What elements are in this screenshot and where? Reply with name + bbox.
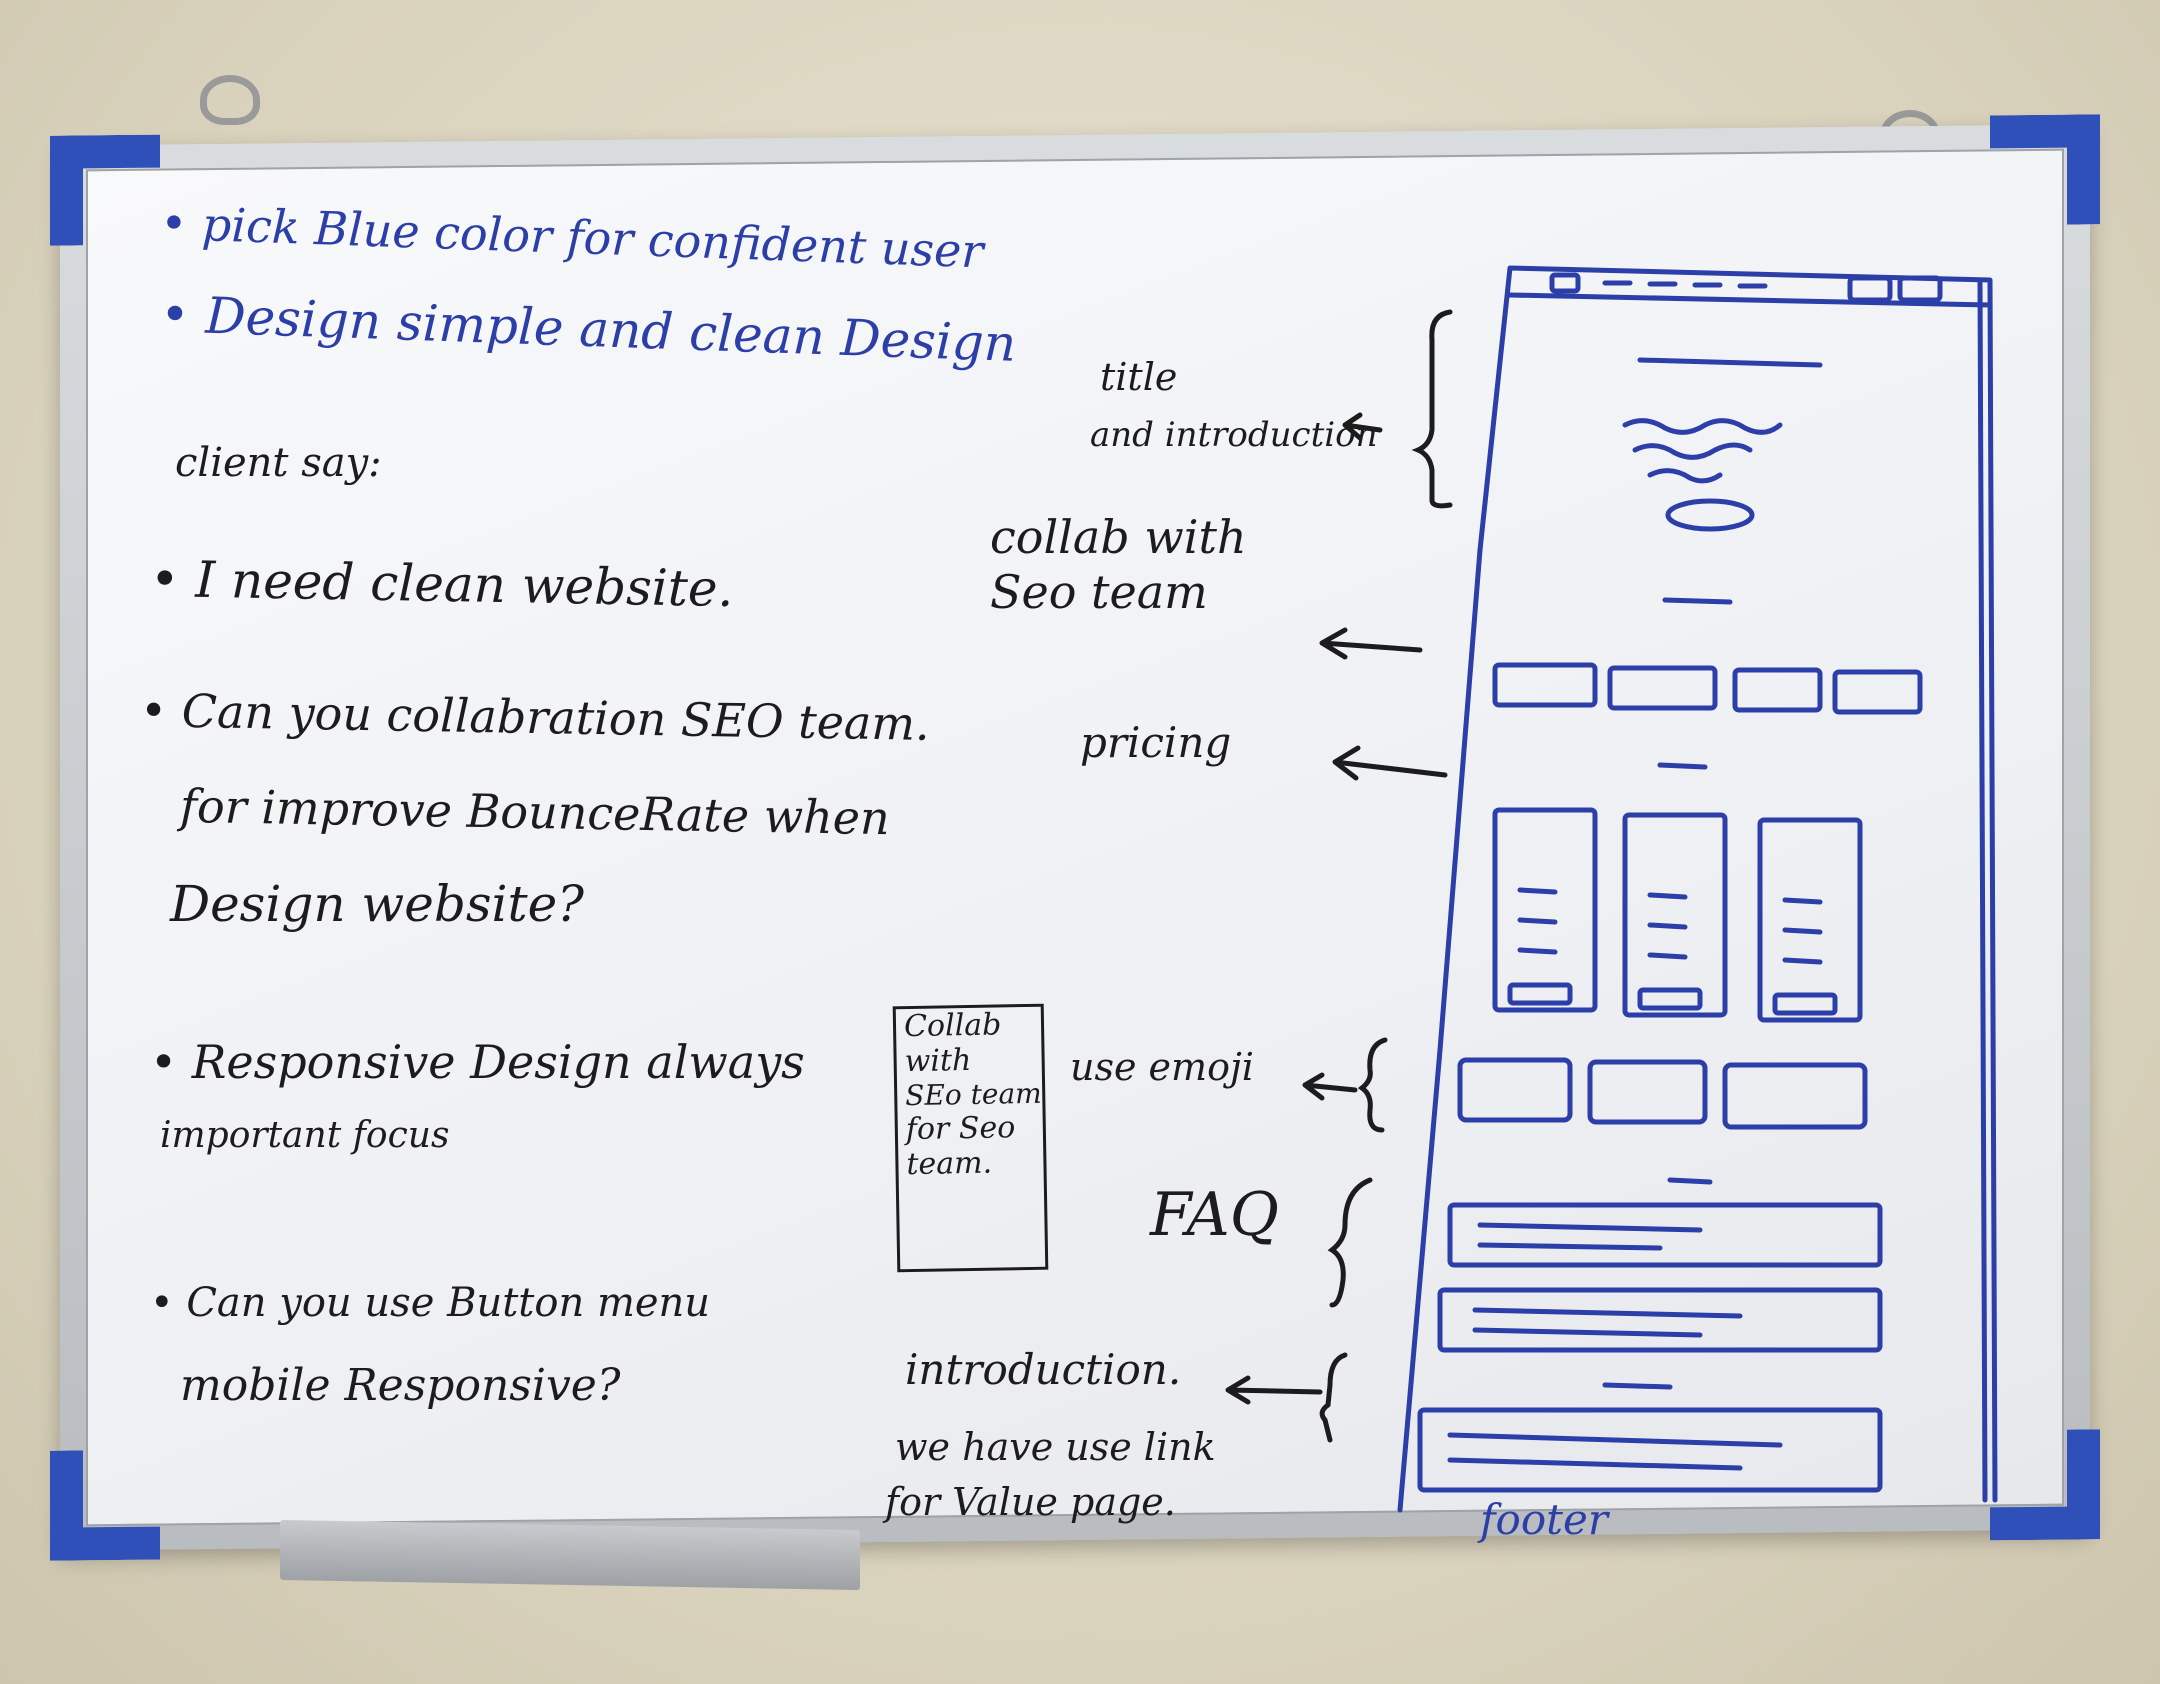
annotation-use-emoji: use emoji (1070, 1045, 1254, 1089)
brace-emoji (1357, 1037, 1388, 1133)
wireframe-outline-right (1977, 277, 1988, 1503)
wireframe-outline (1397, 265, 1998, 1513)
wireframe-section-title (1662, 597, 1733, 605)
wireframe-navbar (1507, 292, 1993, 308)
annotation-title: title (1100, 355, 1178, 399)
wireframe-hero-button (1665, 498, 1755, 532)
wireframe-feature-card-1 (1457, 1057, 1573, 1123)
wireframe-partner-card-4 (1832, 669, 1923, 715)
wireframe-intro-box (1417, 1407, 1883, 1493)
wireframe-pricing-features (1517, 887, 1823, 965)
wireframe-partner-card-1 (1492, 662, 1598, 708)
wireframe-feature-card-2 (1587, 1059, 1708, 1125)
wireframe-faq-lines (1472, 1222, 1743, 1338)
wireframe-footer-label: footer (1480, 1495, 1608, 1544)
wireframe-pricing-button-3 (1772, 992, 1838, 1016)
annotation-collab-1: collab with (990, 510, 1247, 564)
wireframe-hero-text-2 (1632, 442, 1753, 460)
wireframe-hero-text-3 (1647, 468, 1723, 484)
annotation-collab-2: Seo team (990, 565, 1208, 619)
wireframe-nav-links (1602, 280, 1768, 289)
client-point-4: • Can you use Button menu (150, 1280, 711, 1326)
wireframe-pricing-card-2 (1622, 812, 1728, 1018)
wireframe-feature-card-3 (1722, 1062, 1868, 1130)
brace-faq (1327, 1177, 1373, 1308)
wall-hook-left (200, 75, 260, 125)
wireframe-intro-lines (1447, 1432, 1783, 1471)
wireframe-pricing-button-2 (1637, 987, 1703, 1011)
client-point-3-line-2: important focus (160, 1115, 450, 1156)
wireframe-pricing-card-3 (1757, 817, 1863, 1023)
arrow-introduction (1225, 1375, 1323, 1405)
client-heading: client say: (175, 440, 382, 486)
annotation-intro: and introduction (1090, 415, 1378, 455)
annotation-links-1: we have use link (895, 1425, 1216, 1469)
wireframe-partner-card-2 (1607, 665, 1718, 711)
wireframe-faq-item-1 (1447, 1202, 1883, 1268)
arrow-pricing (1332, 745, 1448, 781)
client-point-3-text: Responsive Design always (191, 1035, 805, 1089)
brace-title (1411, 309, 1453, 509)
client-point-2-line-3: Design website? (170, 875, 584, 933)
annotation-pricing: pricing (1080, 718, 1232, 767)
wireframe-partner-card-3 (1732, 667, 1823, 713)
arrow-emoji (1302, 1072, 1358, 1101)
wireframe-pricing-card-1 (1492, 807, 1598, 1013)
wireframe-logo (1549, 272, 1581, 294)
client-point-4-text: Can you use Button menu (186, 1280, 711, 1326)
wireframe-hero-text-1 (1622, 418, 1783, 435)
client-point-3: • Responsive Design always (150, 1035, 805, 1089)
wireframe-intro-title (1602, 1382, 1673, 1390)
client-point-4-line-2: mobile Responsive? (180, 1360, 621, 1411)
wireframe-faq-title (1667, 1177, 1713, 1185)
wireframe-faq-item-2 (1437, 1287, 1883, 1353)
wireframe-pricing-title (1657, 762, 1708, 770)
website-wireframe-sketch (1397, 265, 1998, 1513)
wireframe-pricing-button-1 (1507, 982, 1573, 1006)
annotation-faq: FAQ (1150, 1180, 1279, 1250)
arrow-collab (1319, 627, 1423, 660)
annotation-introduction: introduction. (905, 1345, 1182, 1394)
wireframe-hero-title (1637, 357, 1823, 368)
arrow-title (1342, 412, 1383, 441)
annotation-links-2: for Value page. (885, 1480, 1176, 1524)
wireframe-nav-button-2 (1897, 275, 1943, 303)
brace-introduction (1319, 1352, 1348, 1443)
wireframe-nav-button-1 (1847, 275, 1893, 303)
